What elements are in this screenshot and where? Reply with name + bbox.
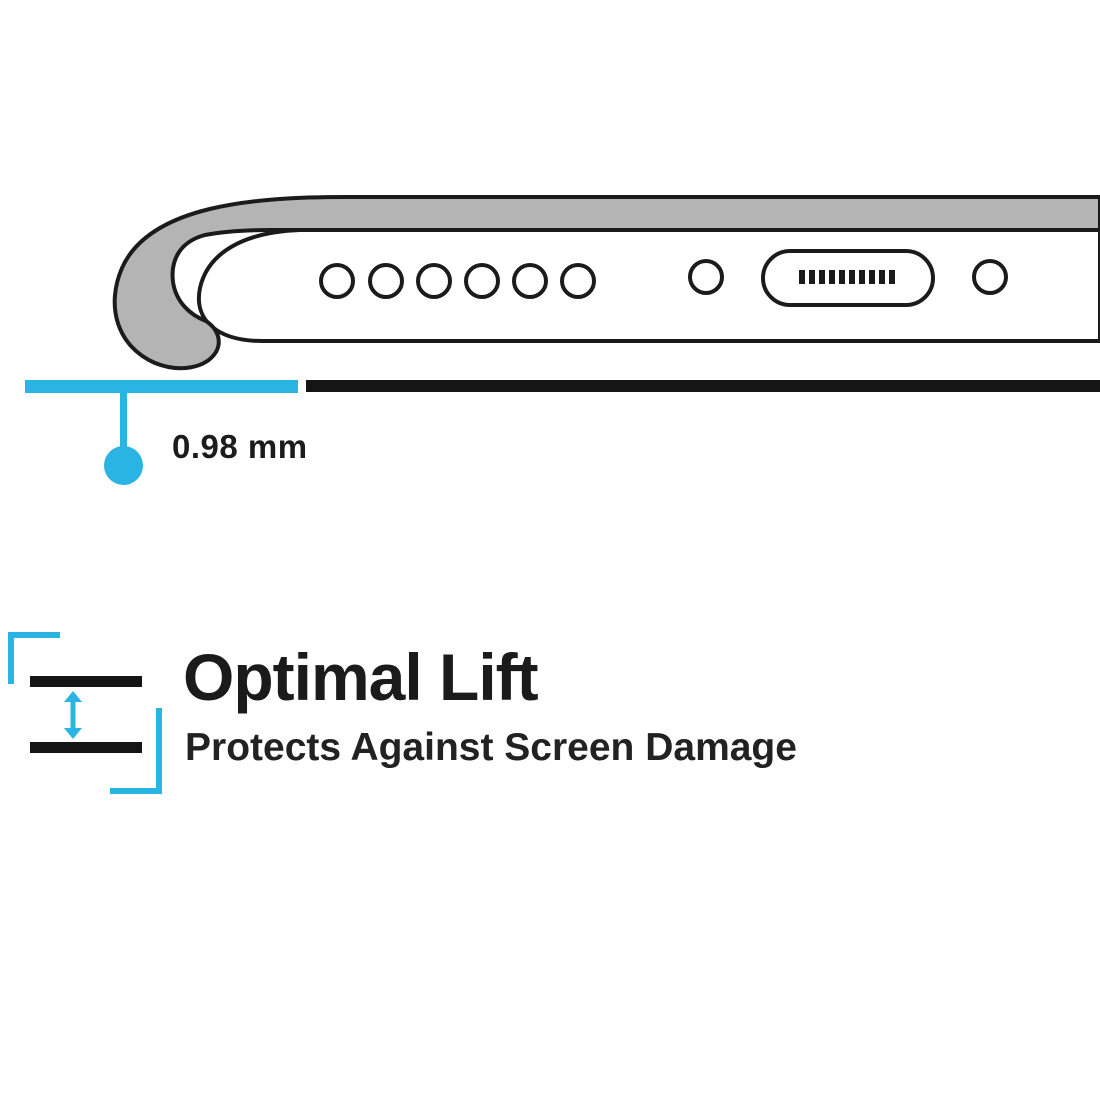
lift-spacing-icon <box>8 632 170 794</box>
indicator-dot <box>104 446 143 485</box>
vertical-double-arrow-icon <box>64 691 82 739</box>
feature-subtitle: Protects Against Screen Damage <box>185 726 797 769</box>
phone-bottom-edge-illustration <box>112 195 1100 371</box>
speaker-hole <box>319 263 355 299</box>
speaker-hole <box>560 263 596 299</box>
bracket-bottom-right-icon <box>110 708 162 794</box>
speaker-hole <box>416 263 452 299</box>
top-plate-bar <box>30 676 142 687</box>
measurement-label: 0.98 mm <box>172 428 308 465</box>
case-edge <box>112 195 1100 371</box>
phone-edge-baseline-black <box>306 380 1100 392</box>
bottom-plate-bar <box>30 742 142 753</box>
bracket-top-left-icon <box>8 632 60 684</box>
charging-port <box>761 249 935 307</box>
charging-port-outline <box>761 249 935 307</box>
screw-left <box>688 259 724 295</box>
indicator-drop-line <box>120 392 127 452</box>
charging-port-pins <box>799 270 895 284</box>
speaker-hole <box>368 263 404 299</box>
screw-right <box>972 259 1008 295</box>
speaker-holes <box>319 263 596 299</box>
case-lip-baseline-cyan <box>25 380 298 393</box>
speaker-hole <box>464 263 500 299</box>
feature-title: Optimal Lift <box>183 640 539 714</box>
speaker-hole <box>512 263 548 299</box>
